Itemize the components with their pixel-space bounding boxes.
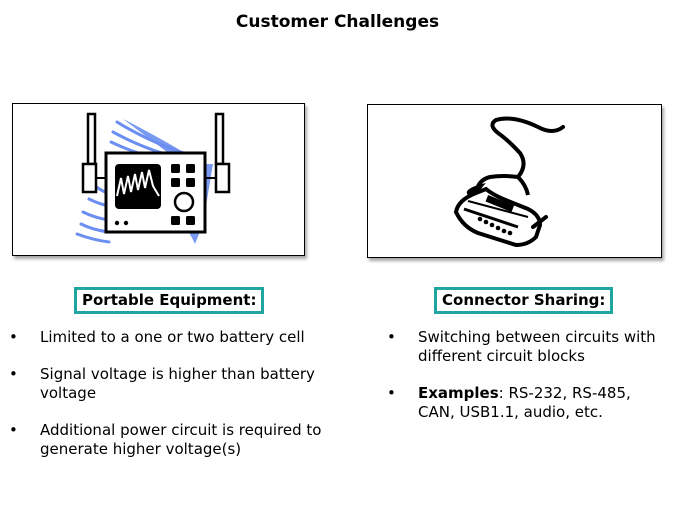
bullet-bold-text: Examples <box>418 384 499 402</box>
portable-equipment-image <box>12 103 305 256</box>
portable-oscilloscope-icon <box>75 112 231 244</box>
bullet-item: • Signal voltage is higher than battery … <box>9 365 339 403</box>
bullet-icon: • <box>9 421 18 439</box>
portable-equipment-label: Portable Equipment: <box>74 287 265 314</box>
bullet-item: • Limited to a one or two battery cell <box>9 328 339 347</box>
bullet-item: • Additional power circuit is required t… <box>9 421 339 459</box>
bullet-text: Additional power circuit is required to … <box>40 421 322 458</box>
bullet-icon: • <box>387 384 396 402</box>
connector-sharing-image <box>367 104 662 258</box>
bullet-text: Examples: RS-232, RS-485, CAN, USB1.1, a… <box>418 384 631 421</box>
bullet-item: • Switching between circuits with differ… <box>387 328 672 366</box>
bullet-icon: • <box>387 328 396 346</box>
modem-connector-icon <box>453 116 565 248</box>
bullet-item: • Examples: RS-232, RS-485, CAN, USB1.1,… <box>387 384 672 422</box>
bullet-text: Switching between circuits with differen… <box>418 328 656 365</box>
connector-sharing-bullets: • Switching between circuits with differ… <box>387 328 672 440</box>
bullet-text: Limited to a one or two battery cell <box>40 328 305 346</box>
portable-equipment-bullets: • Limited to a one or two battery cell •… <box>9 328 339 477</box>
bullet-icon: • <box>9 365 18 383</box>
slide-title: Customer Challenges <box>235 12 440 32</box>
bullet-text: Signal voltage is higher than battery vo… <box>40 365 315 402</box>
bullet-icon: • <box>9 328 18 346</box>
bullet-rest-text: : RS-232, RS-485, CAN, USB1.1, audio, et… <box>418 384 631 421</box>
connector-sharing-label: Connector Sharing: <box>434 287 614 314</box>
